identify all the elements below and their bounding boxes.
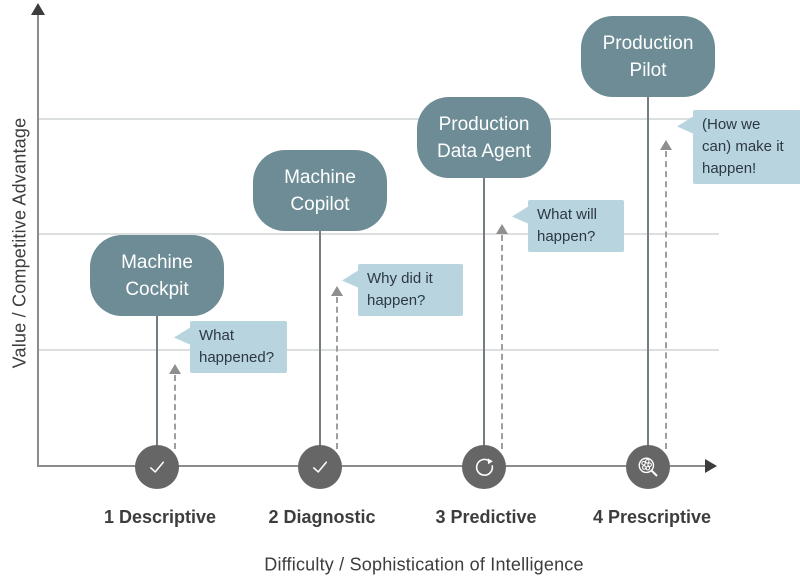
question-text: What	[199, 327, 235, 344]
question-text: What will	[537, 206, 598, 223]
question-text: can) make it	[702, 138, 784, 155]
value-dashed-line	[501, 235, 503, 449]
question-text: Why did it	[367, 270, 433, 287]
x-axis-line	[37, 465, 707, 467]
value-dashed-line	[336, 297, 338, 449]
arrow-up-icon	[169, 364, 181, 374]
y-axis-line	[37, 13, 39, 467]
question-text: happen!	[702, 160, 757, 177]
bubble-text: Machine	[284, 166, 356, 188]
stage-connector-line	[156, 314, 158, 447]
question-callout: What happened?	[190, 321, 287, 373]
stage-label: 1 Descriptive	[103, 507, 217, 527]
molecule-magnifier-icon	[626, 445, 670, 489]
x-axis-label: Difficulty / Sophistication of Intellige…	[264, 554, 584, 575]
bubble-text: Copilot	[290, 193, 350, 215]
checkmark-icon	[135, 445, 179, 489]
bubble-text: Machine	[121, 251, 193, 273]
checkmark-icon	[298, 445, 342, 489]
gridline	[39, 233, 719, 235]
bubble-text: Production	[438, 113, 530, 135]
question-text: happen?	[537, 228, 596, 245]
bubble-text: Cockpit	[125, 278, 189, 300]
arrow-up-icon	[660, 140, 672, 150]
y-axis-arrow-icon	[31, 3, 45, 15]
stage-bubble: Production Data Agent	[417, 97, 551, 178]
gridline	[39, 118, 719, 120]
arrow-up-icon	[331, 286, 343, 296]
question-text: happened?	[199, 349, 275, 366]
x-axis-arrow-icon	[705, 459, 717, 473]
bubble-text: Pilot	[629, 59, 667, 81]
stage-label: 2 Diagnostic	[268, 507, 376, 527]
stage-connector-line	[319, 229, 321, 447]
stage-label: 4 Prescriptive	[592, 507, 712, 527]
bubble-text: Data Agent	[436, 140, 532, 162]
y-axis-label: Value / Competitive Advantage	[9, 117, 30, 369]
question-text: happen?	[367, 292, 426, 309]
stage-bubble: Production Pilot	[581, 16, 715, 97]
stage-bubble: Machine Copilot	[253, 150, 387, 231]
cycle-arrow-icon	[462, 445, 506, 489]
value-dashed-line	[665, 151, 667, 449]
question-callout: Why did it happen?	[358, 264, 463, 316]
question-callout: (How we can) make it happen!	[693, 110, 800, 184]
stage-connector-line	[647, 95, 649, 447]
gridline	[39, 349, 719, 351]
question-callout: What will happen?	[528, 200, 624, 252]
value-dashed-line	[174, 375, 176, 449]
question-text: (How we	[702, 116, 761, 133]
arrow-up-icon	[496, 224, 508, 234]
stage-label: 3 Predictive	[435, 507, 537, 527]
stage-bubble: Machine Cockpit	[90, 235, 224, 316]
bubble-text: Production	[602, 32, 694, 54]
stage-connector-line	[483, 176, 485, 447]
